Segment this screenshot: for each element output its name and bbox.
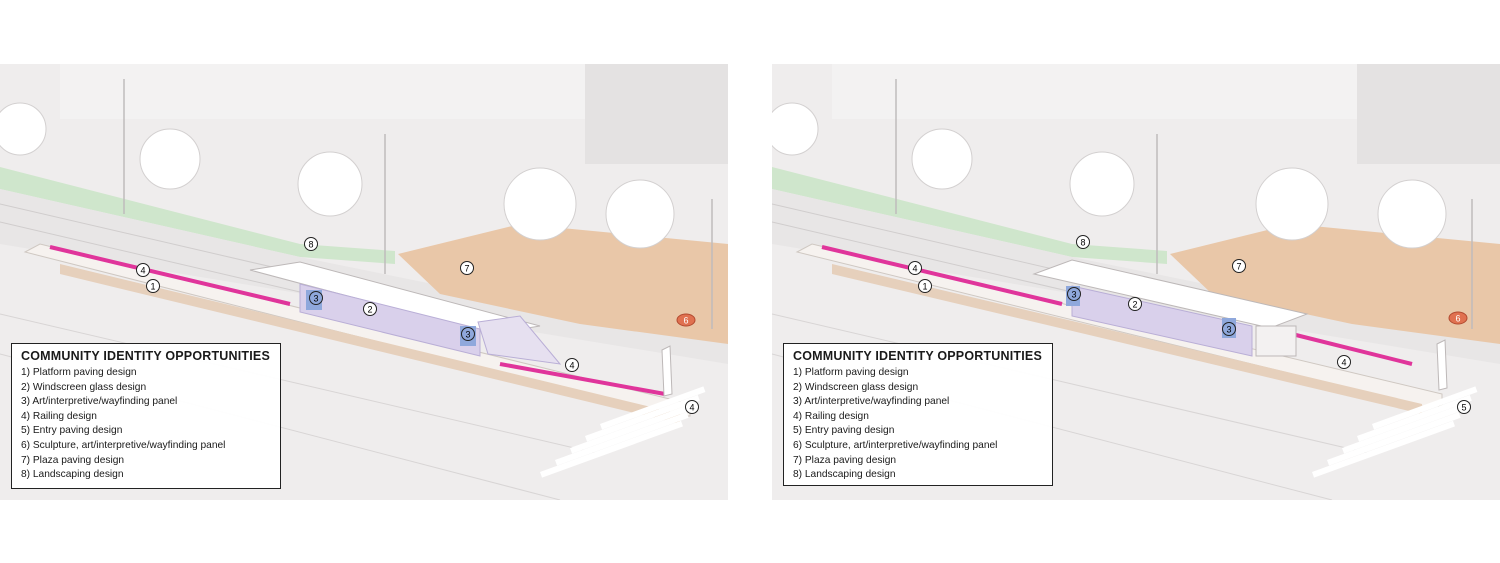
legend-box: COMMUNITY IDENTITY OPPORTUNITIES 1) Plat… bbox=[783, 343, 1053, 486]
crosswalk bbox=[540, 386, 706, 478]
railing bbox=[1291, 332, 1413, 366]
svg-text:4: 4 bbox=[912, 264, 917, 274]
station-rendering-right: 8 4 1 2 3 3 7 6 4 5 COMMUNITY IDENTITY O… bbox=[772, 64, 1500, 500]
callout-marker: 6 bbox=[676, 313, 696, 327]
svg-text:8: 8 bbox=[308, 240, 313, 250]
roadway-far bbox=[0, 189, 728, 364]
legend-item: 2) Windscreen glass design bbox=[793, 381, 919, 393]
sculpture bbox=[661, 345, 673, 397]
callout-marker: 4 bbox=[565, 358, 579, 372]
shelter-end-wall bbox=[1255, 325, 1297, 357]
callouts: 8 4 1 2 3 3 7 6 4 5 bbox=[908, 235, 1471, 414]
svg-text:7: 7 bbox=[464, 264, 469, 274]
svg-text:3: 3 bbox=[1226, 325, 1231, 335]
callout-marker: 6 bbox=[1448, 311, 1468, 325]
callout-marker: 4 bbox=[1337, 355, 1351, 369]
poles bbox=[123, 79, 713, 329]
callout-marker: 3 bbox=[1222, 322, 1236, 336]
legend-box: COMMUNITY IDENTITY OPPORTUNITIES 1) Plat… bbox=[11, 343, 281, 489]
legend-item: 1) Platform paving design bbox=[21, 367, 137, 378]
windscreen bbox=[299, 283, 481, 357]
svg-text:2: 2 bbox=[367, 305, 372, 315]
legend-item: 6) Sculpture, art/interpretive/wayfindin… bbox=[21, 439, 226, 451]
legend-item: 5) Entry paving design bbox=[21, 425, 123, 437]
callout-marker: 7 bbox=[460, 261, 474, 275]
legend-item: 8) Landscaping design bbox=[793, 469, 896, 481]
callout-marker: 2 bbox=[1128, 297, 1142, 311]
landscape-strip bbox=[0, 167, 395, 264]
station-illustration-right: 8 4 1 2 3 3 7 6 4 5 bbox=[772, 64, 1500, 500]
railing bbox=[499, 362, 666, 396]
plaza bbox=[398, 224, 728, 344]
legend-item: 2) Windscreen glass design bbox=[21, 381, 147, 393]
svg-text:5: 5 bbox=[1461, 403, 1466, 413]
callout-marker: 2 bbox=[363, 302, 377, 316]
sky bbox=[60, 64, 585, 119]
trees bbox=[772, 102, 1447, 249]
svg-text:3: 3 bbox=[1071, 290, 1076, 300]
trees bbox=[0, 102, 675, 249]
legend-title: COMMUNITY IDENTITY OPPORTUNITIES bbox=[21, 349, 271, 363]
legend-list: 1) Platform paving design 2) Windscreen … bbox=[21, 366, 272, 483]
legend-item: 1) Platform paving design bbox=[793, 367, 909, 378]
svg-text:1: 1 bbox=[150, 282, 155, 292]
legend-list: 1) Platform paving design 2) Windscreen … bbox=[793, 366, 1044, 483]
callout-marker: 5 bbox=[1457, 400, 1471, 414]
svg-text:4: 4 bbox=[569, 361, 574, 371]
lane-line bbox=[0, 313, 601, 455]
callout-marker: 8 bbox=[304, 237, 318, 251]
lane-line bbox=[772, 221, 1103, 300]
railing bbox=[821, 245, 1063, 306]
legend-item: 3) Art/interpretive/wayfinding panel bbox=[793, 396, 950, 408]
landscape-strip bbox=[772, 167, 1167, 264]
legend-item: 4) Railing design bbox=[793, 410, 869, 422]
shelter-canopy bbox=[1032, 259, 1309, 329]
lane-line bbox=[772, 313, 1373, 455]
callout-marker: 3 bbox=[1067, 287, 1081, 301]
callout-marker: 3 bbox=[309, 291, 323, 305]
platform-paving bbox=[60, 264, 680, 424]
legend-item: 7) Plaza paving design bbox=[793, 454, 897, 466]
callouts: 8 4 1 2 3 3 7 6 4 4 bbox=[136, 237, 699, 414]
building bbox=[1357, 64, 1500, 164]
legend-title: COMMUNITY IDENTITY OPPORTUNITIES bbox=[793, 349, 1043, 363]
legend-item: 8) Landscaping design bbox=[21, 469, 124, 481]
svg-text:3: 3 bbox=[465, 330, 470, 340]
svg-text:7: 7 bbox=[1236, 262, 1241, 272]
legend-item: 4) Railing design bbox=[21, 410, 97, 422]
platform-paving bbox=[832, 264, 1422, 414]
svg-text:6: 6 bbox=[1455, 314, 1460, 324]
station-sign bbox=[477, 315, 562, 365]
svg-text:1: 1 bbox=[922, 282, 927, 292]
legend-item: 6) Sculpture, art/interpretive/wayfindin… bbox=[793, 439, 998, 451]
building bbox=[585, 64, 728, 164]
svg-text:3: 3 bbox=[313, 294, 318, 304]
svg-text:4: 4 bbox=[1341, 358, 1346, 368]
svg-text:6: 6 bbox=[683, 316, 688, 326]
plaza bbox=[1170, 224, 1500, 344]
lane-line bbox=[0, 221, 331, 300]
station-rendering-left: 8 4 1 2 3 3 7 6 4 4 COMMUNITY IDENTITY O… bbox=[0, 64, 728, 500]
svg-text:4: 4 bbox=[689, 403, 694, 413]
legend-item: 5) Entry paving design bbox=[793, 425, 895, 437]
callout-marker: 1 bbox=[146, 279, 160, 293]
svg-text:2: 2 bbox=[1132, 300, 1137, 310]
legend-item: 3) Art/interpretive/wayfinding panel bbox=[21, 396, 178, 408]
legend-item: 7) Plaza paving design bbox=[21, 454, 125, 466]
callout-marker: 4 bbox=[908, 261, 922, 275]
callout-marker: 8 bbox=[1076, 235, 1090, 249]
poles bbox=[895, 79, 1473, 329]
svg-text:4: 4 bbox=[140, 266, 145, 276]
station-illustration-left: 8 4 1 2 3 3 7 6 4 4 bbox=[0, 64, 728, 500]
callout-marker: 1 bbox=[918, 279, 932, 293]
sculpture bbox=[1436, 339, 1448, 391]
railing bbox=[49, 245, 291, 306]
callout-marker: 3 bbox=[461, 327, 475, 341]
callout-marker: 4 bbox=[136, 263, 150, 277]
svg-text:8: 8 bbox=[1080, 238, 1085, 248]
callout-marker: 4 bbox=[685, 400, 699, 414]
sky bbox=[832, 64, 1357, 119]
crosswalk bbox=[1312, 386, 1478, 478]
callout-marker: 7 bbox=[1232, 259, 1246, 273]
